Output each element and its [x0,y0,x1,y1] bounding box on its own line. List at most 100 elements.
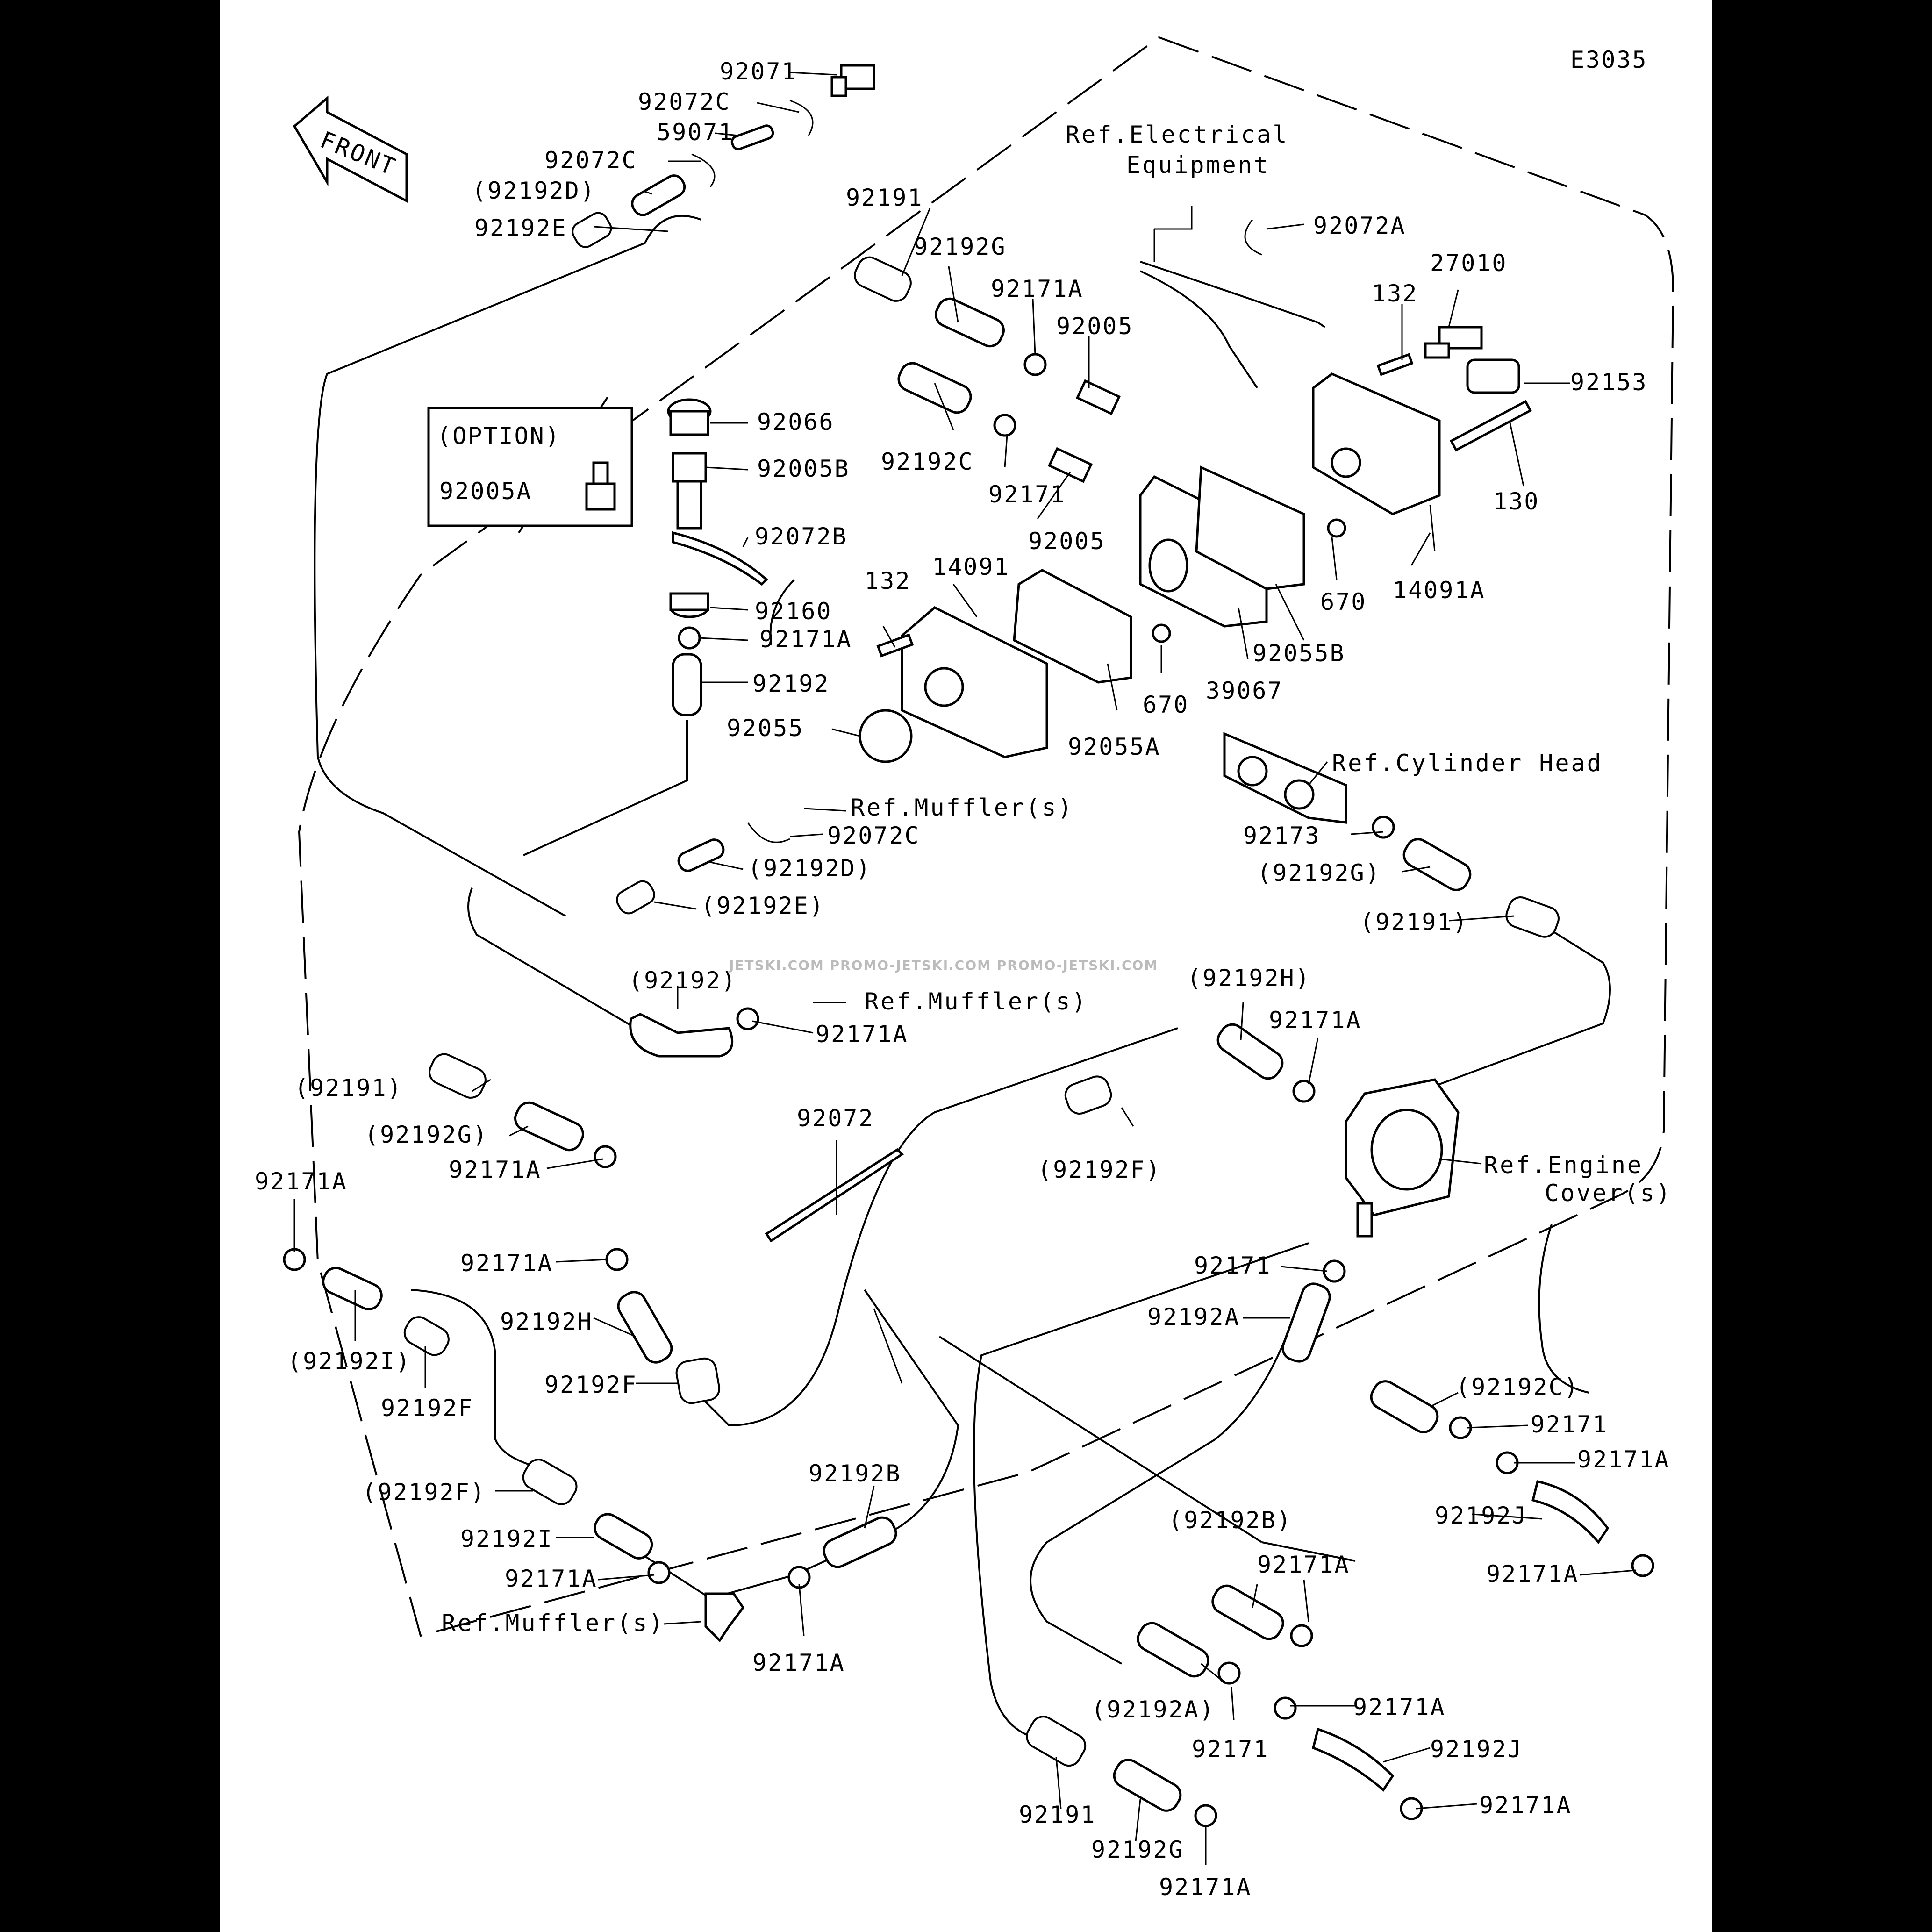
oring-92055-icon [859,709,913,763]
ref-mufflers-lower: Ref.Muffler(s) [442,1610,665,1637]
bolt-130-icon [1449,400,1532,452]
label-92192C-right: (92192C) [1456,1374,1580,1401]
label-92171A-far-left: 92171A [255,1168,348,1195]
watermark: JETSKI.COM PROMO-JETSKI.COM PROMO-JETSKI… [728,958,1158,973]
hose-92192D-top-icon [631,174,686,216]
spring-92192F-paren-icon [522,1459,578,1505]
label-92171A-92192J: 92171A [1486,1560,1579,1588]
label-92192A-low: (92192A) [1091,1696,1215,1723]
label-92005A: 92005A [439,478,532,505]
diagram-id: E3035 [1570,46,1648,73]
label-92192E-mid: (92192E) [701,892,825,919]
label-92055: 92055 [727,715,804,742]
spring-92191-bottom-icon [1026,1716,1087,1767]
hose-92192A-low-icon [1137,1622,1209,1678]
hose-92192D-mid-icon [677,838,725,872]
electrical-bracket [1153,206,1193,262]
label-92192D-top: (92192D) [472,177,596,204]
hose-route-center [467,720,688,1029]
pin-59071-icon [730,124,774,150]
fitting-92071-icon [830,64,875,97]
hose-92192C-top-icon [897,362,972,414]
hose-route-lower [705,1027,1178,1427]
label-92192B-left: 92192B [809,1460,902,1487]
label-92171A-mid: 92171A [816,1021,909,1048]
label-92192J-low: 92192J [1430,1736,1523,1763]
label-92192G-top: 92192G [914,233,1007,260]
hose-92192G-bottom-icon [1113,1759,1182,1812]
label-92072C-top: 92072C [638,88,731,115]
label-92171A-92160: 92171A [759,626,852,653]
hose-92192G-top-icon [935,297,1005,348]
tie-92072-icon [765,1148,904,1243]
hose-92192H-top-icon [1216,1023,1284,1080]
label-670-right: 670 [1320,588,1367,615]
label-92192I-low: 92192I [460,1525,553,1553]
spring-92192F-mid-icon [1064,1075,1112,1115]
label-132-top: 132 [1372,280,1418,307]
clamp-icons [283,353,1654,1827]
ref-cylinder-head: Ref.Cylinder Head [1332,750,1603,777]
label-92192B-right: (92192B) [1168,1507,1292,1534]
sensor-27010-icon [1424,326,1483,359]
engine-cover-icon [1345,1078,1460,1238]
manifold-cylinder-head-icon [1223,732,1347,824]
label-92171A-92192B: 92171A [1257,1551,1350,1578]
label-92173: 92173 [1243,822,1321,849]
gasket-92055B-icon [1195,465,1305,590]
label-92072A: 92072A [1313,212,1406,239]
hose-92192I-low-icon [594,1513,653,1560]
ref-electrical-equipment: Equipment [1126,151,1270,179]
spring-92191-top-icon [854,256,912,302]
label-92055A: 92055A [1068,733,1161,760]
part-labels: E3035 92071 92072C 59071 92072C (92192D)… [255,46,1670,1901]
grommet-92160-icon [669,592,709,618]
oring-670-right-icon [1327,518,1346,538]
label-92191-right: (92191) [1360,909,1468,936]
strap-92072B-icon [672,531,768,586]
electrical-lead-icon [1140,261,1326,389]
label-92191-left: (92191) [294,1074,403,1102]
label-130: 130 [1493,488,1539,515]
label-92066: 92066 [757,408,835,436]
label-14091: 14091 [932,553,1010,580]
bolt-132-left-icon [876,633,914,658]
spring-92192E-top-icon [572,212,612,248]
label-92153: 92153 [1570,369,1648,396]
hose-route-left [314,215,701,917]
hose-92192H-lower-icon [617,1291,673,1364]
cover-14091-icon [901,606,1048,758]
fitting-92005A-icon [585,461,616,511]
label-92192F-mid: (92192F) [1038,1156,1161,1183]
label-92171-far-right: 92171 [1531,1411,1608,1438]
label-92072C-second: 92072C [544,147,637,174]
label-92171A-lower: 92171A [460,1250,553,1277]
label-92192I-paren: (92192I) [287,1348,411,1375]
leader-lines [293,72,1636,1865]
ref-engine-cover: Ref.Engine [1484,1152,1643,1179]
option-label: (OPTION) [437,422,561,450]
label-92160: 92160 [755,598,832,625]
hose-route-lowleft [411,1289,959,1600]
hose-92192B-right-icon [1211,1584,1284,1640]
label-92072B: 92072B [755,523,848,550]
circlip-92072C-mid-icon [747,822,790,843]
label-92192-bend: (92192) [629,967,737,994]
label-92192F-lowleft: 92192F [381,1395,474,1422]
label-92192G-right: (92192G) [1257,859,1381,887]
label-92171A-tee-right: 92171A [752,1649,845,1676]
label-92171-low: 92171 [1192,1736,1269,1763]
oring-670-left-icon [1152,623,1171,643]
spring-92192F-lower-icon [675,1357,721,1404]
hose-92192J-low-icon [1312,1727,1395,1792]
front-arrow-icon: FRONT [293,95,408,203]
cover-14091A-icon [1312,372,1441,515]
hose-92192-bend-icon [629,1013,734,1058]
label-92005-top: 92005 [1056,313,1134,340]
spring-92192F-lowleft-icon [403,1316,450,1356]
label-92192F-paren: (92192F) [362,1479,486,1506]
label-92072C-mid: 92072C [827,822,920,849]
label-59071: 59071 [657,119,734,146]
label-27010: 27010 [1430,250,1508,277]
